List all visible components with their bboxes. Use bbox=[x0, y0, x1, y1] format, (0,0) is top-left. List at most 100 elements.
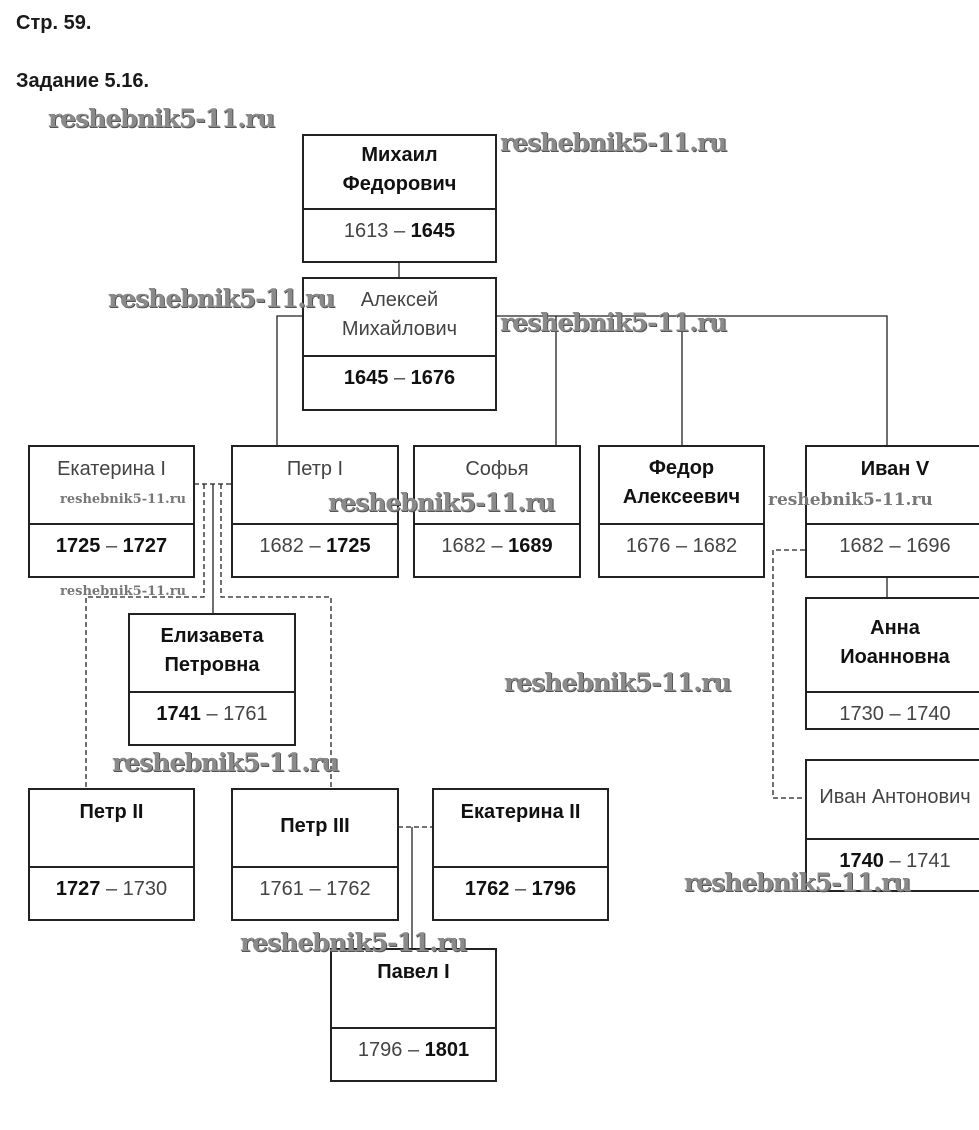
reign-dates: 1762 – 1796 bbox=[434, 878, 607, 901]
watermark: reshebnik5-11.ru bbox=[240, 928, 467, 957]
reign-start: 1740 bbox=[839, 850, 884, 872]
person-name: Павел I bbox=[332, 950, 495, 1029]
person-box-petr2: Петр II 1727 – 1730 bbox=[28, 788, 195, 921]
dash: – bbox=[491, 535, 503, 557]
person-name: Петр I bbox=[233, 447, 397, 525]
person-box-alexei: Алексей Михайлович 1645 – 1676 bbox=[302, 277, 497, 411]
person-name: Петр II bbox=[30, 790, 193, 868]
reign-dates: 1761 – 1762 bbox=[233, 878, 397, 901]
dash: – bbox=[514, 878, 527, 900]
watermark: reshebnik5-11.ru bbox=[48, 104, 275, 133]
person-name: Екатерина I bbox=[30, 447, 193, 525]
reign-start: 1613 bbox=[343, 220, 389, 242]
watermark: reshebnik5-11.ru bbox=[500, 308, 727, 337]
person-box-petr1: Петр I 1682 – 1725 bbox=[231, 445, 399, 578]
dash: – bbox=[393, 220, 406, 242]
reign-start: 1682 bbox=[441, 535, 486, 557]
reign-start: 1645 bbox=[343, 367, 389, 389]
line-alexei-petr1 bbox=[276, 315, 302, 445]
dash: – bbox=[675, 535, 688, 557]
reign-start: 1762 bbox=[464, 878, 510, 900]
person-box-ivan5: Иван V 1682 – 1696 bbox=[805, 445, 979, 578]
dash: – bbox=[206, 703, 218, 725]
person-box-fedor: Федор Алексеевич 1676 – 1682 bbox=[598, 445, 765, 578]
page-number: Стр. 59. bbox=[16, 12, 92, 34]
person-name: Федор Алексеевич bbox=[600, 447, 763, 525]
person-name: Петр III bbox=[233, 790, 397, 868]
reign-start: 1730 bbox=[839, 703, 884, 725]
person-box-pavel: Павел I 1796 – 1801 bbox=[330, 948, 497, 1082]
dash: – bbox=[889, 535, 901, 557]
watermark: reshebnik5-11.ru bbox=[768, 490, 933, 510]
person-box-anna: Анна Иоанновна 1730 – 1740 bbox=[805, 597, 979, 730]
reign-start: 1676 bbox=[625, 535, 671, 557]
reign-end: 1645 bbox=[410, 220, 456, 242]
reign-end: 1725 bbox=[326, 535, 371, 557]
reign-start: 1796 bbox=[357, 1039, 403, 1061]
reign-start: 1725 bbox=[55, 535, 101, 557]
person-name: Алексей Михайлович bbox=[304, 279, 495, 357]
reign-end: 1740 bbox=[906, 703, 951, 725]
dash: – bbox=[309, 535, 321, 557]
reign-end: 1676 bbox=[410, 367, 456, 389]
reign-dates: 1741 – 1761 bbox=[130, 703, 294, 726]
dash: – bbox=[105, 878, 118, 900]
reign-start: 1761 bbox=[259, 878, 304, 900]
reign-dates: 1796 – 1801 bbox=[332, 1039, 495, 1062]
reign-dates: 1645 – 1676 bbox=[304, 367, 495, 390]
dash: – bbox=[309, 878, 321, 900]
reign-dates: 1676 – 1682 bbox=[600, 535, 763, 558]
watermark: reshebnik5-11.ru bbox=[684, 868, 911, 897]
dash: – bbox=[889, 703, 901, 725]
watermark: reshebnik5-11.ru bbox=[60, 492, 187, 507]
reign-dates: 1682 – 1725 bbox=[233, 535, 397, 558]
person-name: Софья bbox=[415, 447, 579, 525]
person-name: Михаил Федорович bbox=[304, 136, 495, 210]
dash: – bbox=[393, 367, 406, 389]
reign-end: 1727 bbox=[122, 535, 168, 557]
reign-end: 1796 bbox=[531, 878, 577, 900]
person-name: Анна Иоанновна bbox=[807, 599, 979, 693]
line-to-petr3 bbox=[220, 484, 332, 788]
reign-dates: 1727 – 1730 bbox=[30, 878, 193, 901]
person-box-sofya: Софья 1682 – 1689 bbox=[413, 445, 581, 578]
reign-dates: 1725 – 1727 bbox=[30, 535, 193, 558]
person-box-mikhail: Михаил Федорович 1613 – 1645 bbox=[302, 134, 497, 263]
person-name: Иван V bbox=[807, 447, 979, 525]
reign-end: 1689 bbox=[508, 535, 553, 557]
task-title: Задание 5.16. bbox=[16, 70, 150, 92]
person-box-petr3: Петр III 1761 – 1762 bbox=[231, 788, 399, 921]
reign-dates: 1613 – 1645 bbox=[304, 220, 495, 243]
watermark: reshebnik5-11.ru bbox=[60, 584, 187, 599]
line-ivan5-ivan6 bbox=[772, 549, 805, 799]
reign-start: 1741 bbox=[156, 703, 201, 725]
reign-end: 1762 bbox=[326, 878, 371, 900]
reign-end: 1801 bbox=[424, 1039, 470, 1061]
reign-dates: 1682 – 1689 bbox=[415, 535, 579, 558]
dash: – bbox=[105, 535, 118, 557]
reign-dates: 1730 – 1740 bbox=[807, 703, 979, 726]
reign-end: 1741 bbox=[906, 850, 951, 872]
line-to-petr2 bbox=[85, 484, 205, 788]
person-box-ivan6: Иван Антонович 1740 – 1741 bbox=[805, 759, 979, 892]
person-box-elizaveta: Елизавета Петровна 1741 – 1761 bbox=[128, 613, 296, 746]
reign-start: 1682 bbox=[839, 535, 884, 557]
reign-dates: 1740 – 1741 bbox=[807, 850, 979, 873]
watermark: reshebnik5-11.ru bbox=[108, 284, 335, 313]
line-alexei-children bbox=[496, 315, 888, 445]
person-name: Елизавета Петровна bbox=[130, 615, 294, 693]
reign-end: 1730 bbox=[122, 878, 168, 900]
reign-end: 1761 bbox=[223, 703, 268, 725]
person-box-ekaterina1: Екатерина I 1725 – 1727 bbox=[28, 445, 195, 578]
person-box-ekaterina2: Екатерина II 1762 – 1796 bbox=[432, 788, 609, 921]
dash: – bbox=[889, 850, 901, 872]
person-name: Иван Антонович bbox=[807, 761, 979, 840]
reign-end: 1682 bbox=[692, 535, 738, 557]
watermark: reshebnik5-11.ru bbox=[112, 748, 339, 777]
watermark: reshebnik5-11.ru bbox=[504, 668, 731, 697]
reign-dates: 1682 – 1696 bbox=[807, 535, 979, 558]
reign-start: 1727 bbox=[55, 878, 101, 900]
dash: – bbox=[407, 1039, 420, 1061]
